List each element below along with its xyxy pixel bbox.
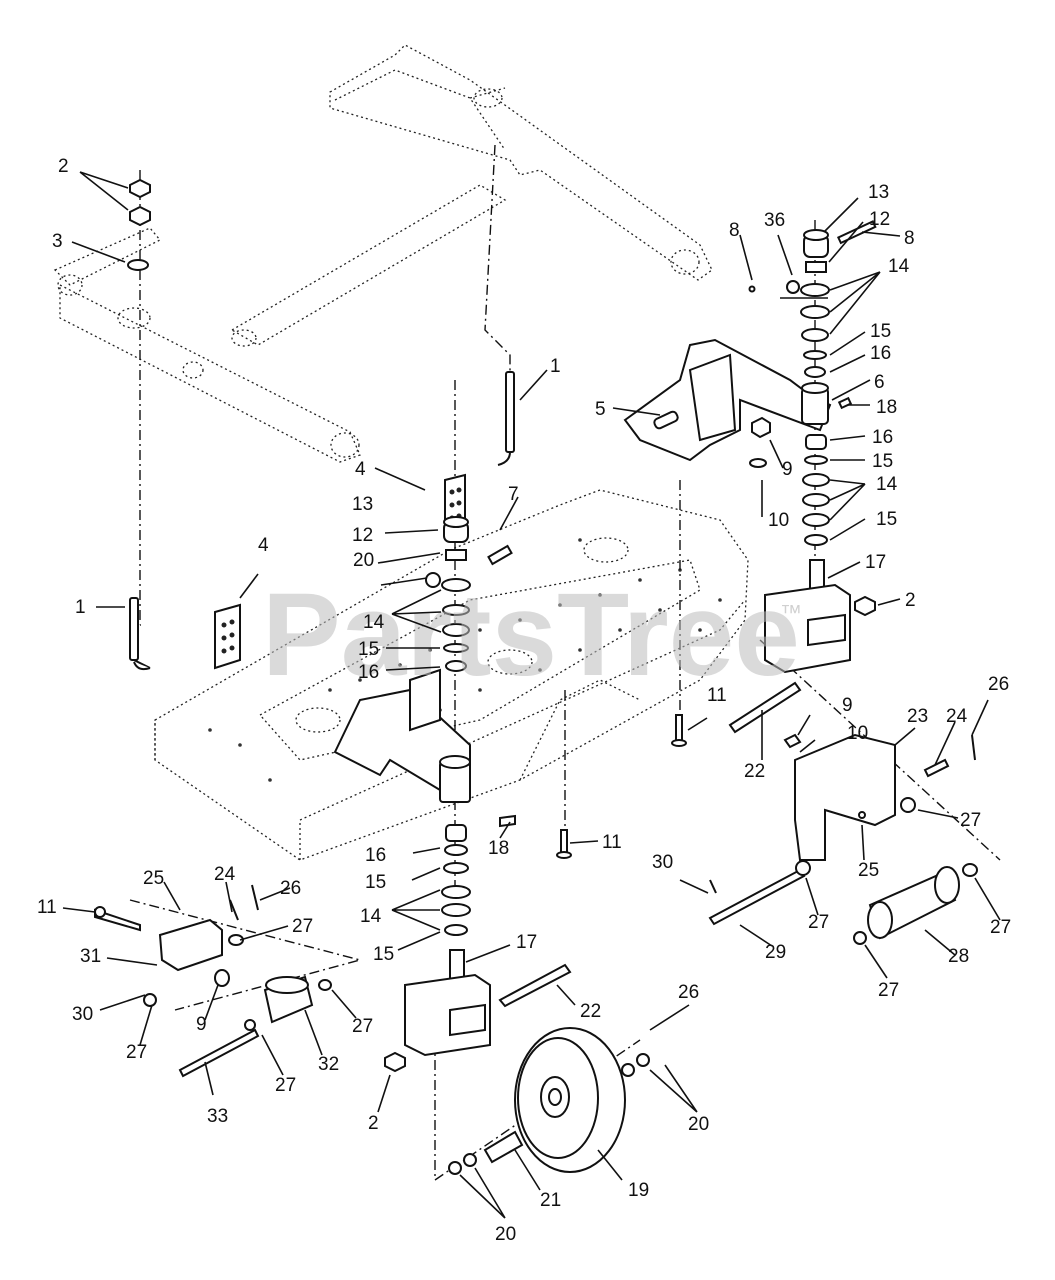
- left-lower-stack: [441, 824, 471, 936]
- mower-deck: [154, 489, 749, 861]
- leader-lines: [62, 171, 1001, 1219]
- callout-9: 9: [842, 695, 853, 716]
- right-upper-stack: [800, 220, 877, 378]
- callout-28: 28: [948, 946, 969, 967]
- callout-15: 15: [373, 944, 394, 965]
- caster-wheel: [448, 1027, 650, 1175]
- callout-27: 27: [990, 917, 1011, 938]
- callout-15: 15: [870, 321, 891, 342]
- right-lower-stack: [802, 396, 853, 546]
- callout-14: 14: [363, 612, 385, 633]
- callout-20: 20: [353, 550, 374, 571]
- callout-12: 12: [352, 525, 373, 546]
- callout-8: 8: [729, 220, 740, 241]
- callout-23: 23: [907, 706, 928, 727]
- callout-4: 4: [258, 535, 269, 556]
- right-caster-yoke: [728, 559, 876, 734]
- callout-10: 10: [847, 723, 868, 744]
- callout-5: 5: [595, 399, 606, 420]
- left-lift-arm: [53, 227, 361, 463]
- left-height-plate: [214, 603, 241, 670]
- callout-25: 25: [858, 860, 879, 881]
- callout-14: 14: [360, 906, 382, 927]
- callout-2: 2: [905, 590, 916, 611]
- callout-25: 25: [143, 868, 164, 889]
- left-antiscalp-bracket: [94, 884, 332, 1078]
- callout-18: 18: [876, 397, 897, 418]
- callout-32: 32: [318, 1054, 339, 1075]
- callout-9: 9: [782, 459, 793, 480]
- callout-27: 27: [292, 916, 313, 937]
- callout-3: 3: [52, 231, 63, 252]
- callout-12: 12: [869, 209, 890, 230]
- callout-14: 14: [876, 474, 898, 495]
- upper-adjust-rod: [497, 371, 515, 466]
- callout-31: 31: [80, 946, 101, 967]
- watermark: PartsTree ™: [262, 569, 802, 701]
- callout-16: 16: [365, 845, 386, 866]
- bolts: [556, 714, 687, 859]
- callout-26: 26: [280, 878, 301, 899]
- callout-8: 8: [904, 228, 915, 249]
- callout-16: 16: [870, 343, 891, 364]
- left-caster-mount: [333, 668, 516, 828]
- right-caster-mount: [623, 280, 832, 468]
- callout-labels: 2 3 1 1 4 4 13 12 20 7 14 15 16 5 8 36 1…: [37, 156, 1011, 1245]
- callout-36: 36: [764, 210, 785, 231]
- callout-13: 13: [868, 182, 889, 203]
- callout-24: 24: [946, 706, 968, 727]
- callout-27: 27: [960, 810, 981, 831]
- callout-17: 17: [865, 552, 886, 573]
- rear-frame: [230, 44, 713, 347]
- callout-22: 22: [580, 1001, 601, 1022]
- callout-16: 16: [358, 662, 379, 683]
- callout-11: 11: [602, 832, 622, 853]
- callout-16: 16: [872, 427, 893, 448]
- callout-20: 20: [495, 1224, 516, 1245]
- callout-15: 15: [365, 872, 386, 893]
- callout-27: 27: [878, 980, 899, 1001]
- callout-7: 7: [508, 484, 519, 505]
- callout-19: 19: [628, 1180, 649, 1201]
- callout-30: 30: [72, 1004, 93, 1025]
- callout-17: 17: [516, 932, 537, 953]
- callout-27: 27: [275, 1075, 296, 1096]
- watermark-trademark: ™: [780, 600, 802, 625]
- callout-15: 15: [358, 639, 379, 660]
- left-caster-yoke: [384, 949, 572, 1073]
- watermark-text: PartsTree: [262, 569, 800, 701]
- callout-6: 6: [874, 372, 885, 393]
- callout-14: 14: [888, 256, 910, 277]
- callout-30: 30: [652, 852, 673, 873]
- callout-9: 9: [196, 1014, 207, 1035]
- callout-15: 15: [876, 509, 897, 530]
- callout-18: 18: [488, 838, 509, 859]
- callout-2: 2: [58, 156, 69, 177]
- callout-27: 27: [126, 1042, 147, 1063]
- callout-22: 22: [744, 761, 765, 782]
- callout-2: 2: [368, 1113, 379, 1134]
- callout-26: 26: [988, 674, 1009, 695]
- callout-21: 21: [540, 1190, 561, 1211]
- upper-left-nuts: [127, 178, 151, 271]
- callout-1: 1: [550, 356, 561, 377]
- callout-27: 27: [808, 912, 829, 933]
- callout-1: 1: [75, 597, 86, 618]
- left-caster-stack: [425, 516, 513, 672]
- callout-4: 4: [355, 459, 366, 480]
- right-antiscalp-bracket: [708, 733, 978, 945]
- callout-33: 33: [207, 1106, 228, 1127]
- callout-13: 13: [352, 494, 373, 515]
- callout-11: 11: [37, 897, 57, 918]
- callout-27: 27: [352, 1016, 373, 1037]
- callout-20: 20: [688, 1114, 709, 1135]
- callout-24: 24: [214, 864, 236, 885]
- callout-26: 26: [678, 982, 699, 1003]
- callout-11: 11: [707, 685, 727, 706]
- callout-29: 29: [765, 942, 786, 963]
- left-adjust-rod: [129, 597, 151, 671]
- callout-10: 10: [768, 510, 789, 531]
- callout-15: 15: [872, 451, 893, 472]
